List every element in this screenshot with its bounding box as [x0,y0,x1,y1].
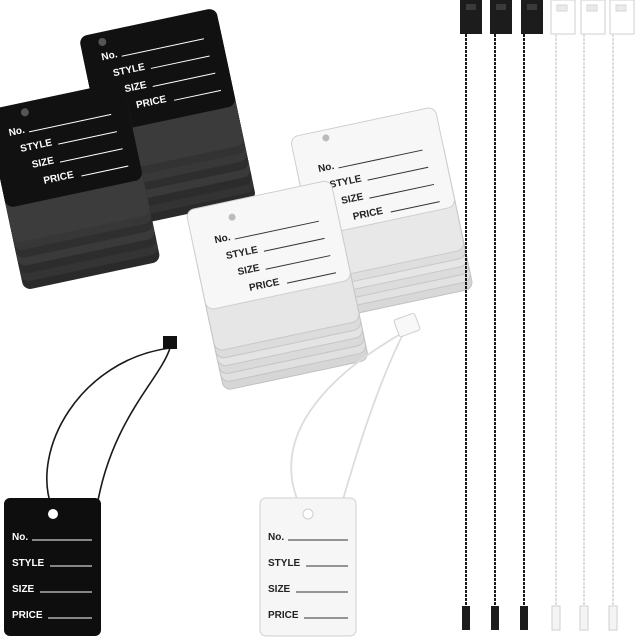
black-tag-stack-front: No. STYLE SIZE PRICE [0,82,160,289]
black-fastener-3 [520,0,543,630]
tag-label-size: SIZE [268,584,291,595]
single-black-tag: No. STYLE SIZE PRICE [4,336,177,636]
tag-label-price: PRICE [268,610,299,621]
white-fastener-3 [608,0,635,631]
tag-label-size: SIZE [12,584,35,595]
tag-label-no: No. [214,232,232,246]
tag-label-price: PRICE [12,610,43,621]
single-white-tag: No. STYLE SIZE PRICE [259,312,421,637]
white-fastener-2 [579,0,606,631]
tag-label-no: No. [8,125,26,139]
tag-label-no: No. [101,49,119,63]
tag-label-style: STYLE [12,558,45,569]
white-fastener-1 [550,0,576,631]
black-fastener-2 [490,0,512,630]
white-fastener-head-icon [393,312,421,338]
tag-label-no: No. [317,161,335,175]
white-fasteners [550,0,635,631]
tag-label-size: SIZE [31,155,55,170]
tag-label-no: No. [268,532,284,543]
black-fastener-head-icon [163,336,177,349]
tag-label-style: STYLE [268,558,301,569]
black-fasteners [460,0,543,630]
tag-label-size: SIZE [237,263,261,278]
tag-label-size: SIZE [340,191,364,206]
black-fastener-1 [460,0,482,630]
tag-label-no: No. [12,532,28,543]
white-tag-stack-front: No. STYLE SIZE PRICE [186,180,368,390]
tag-label-size: SIZE [124,80,148,95]
